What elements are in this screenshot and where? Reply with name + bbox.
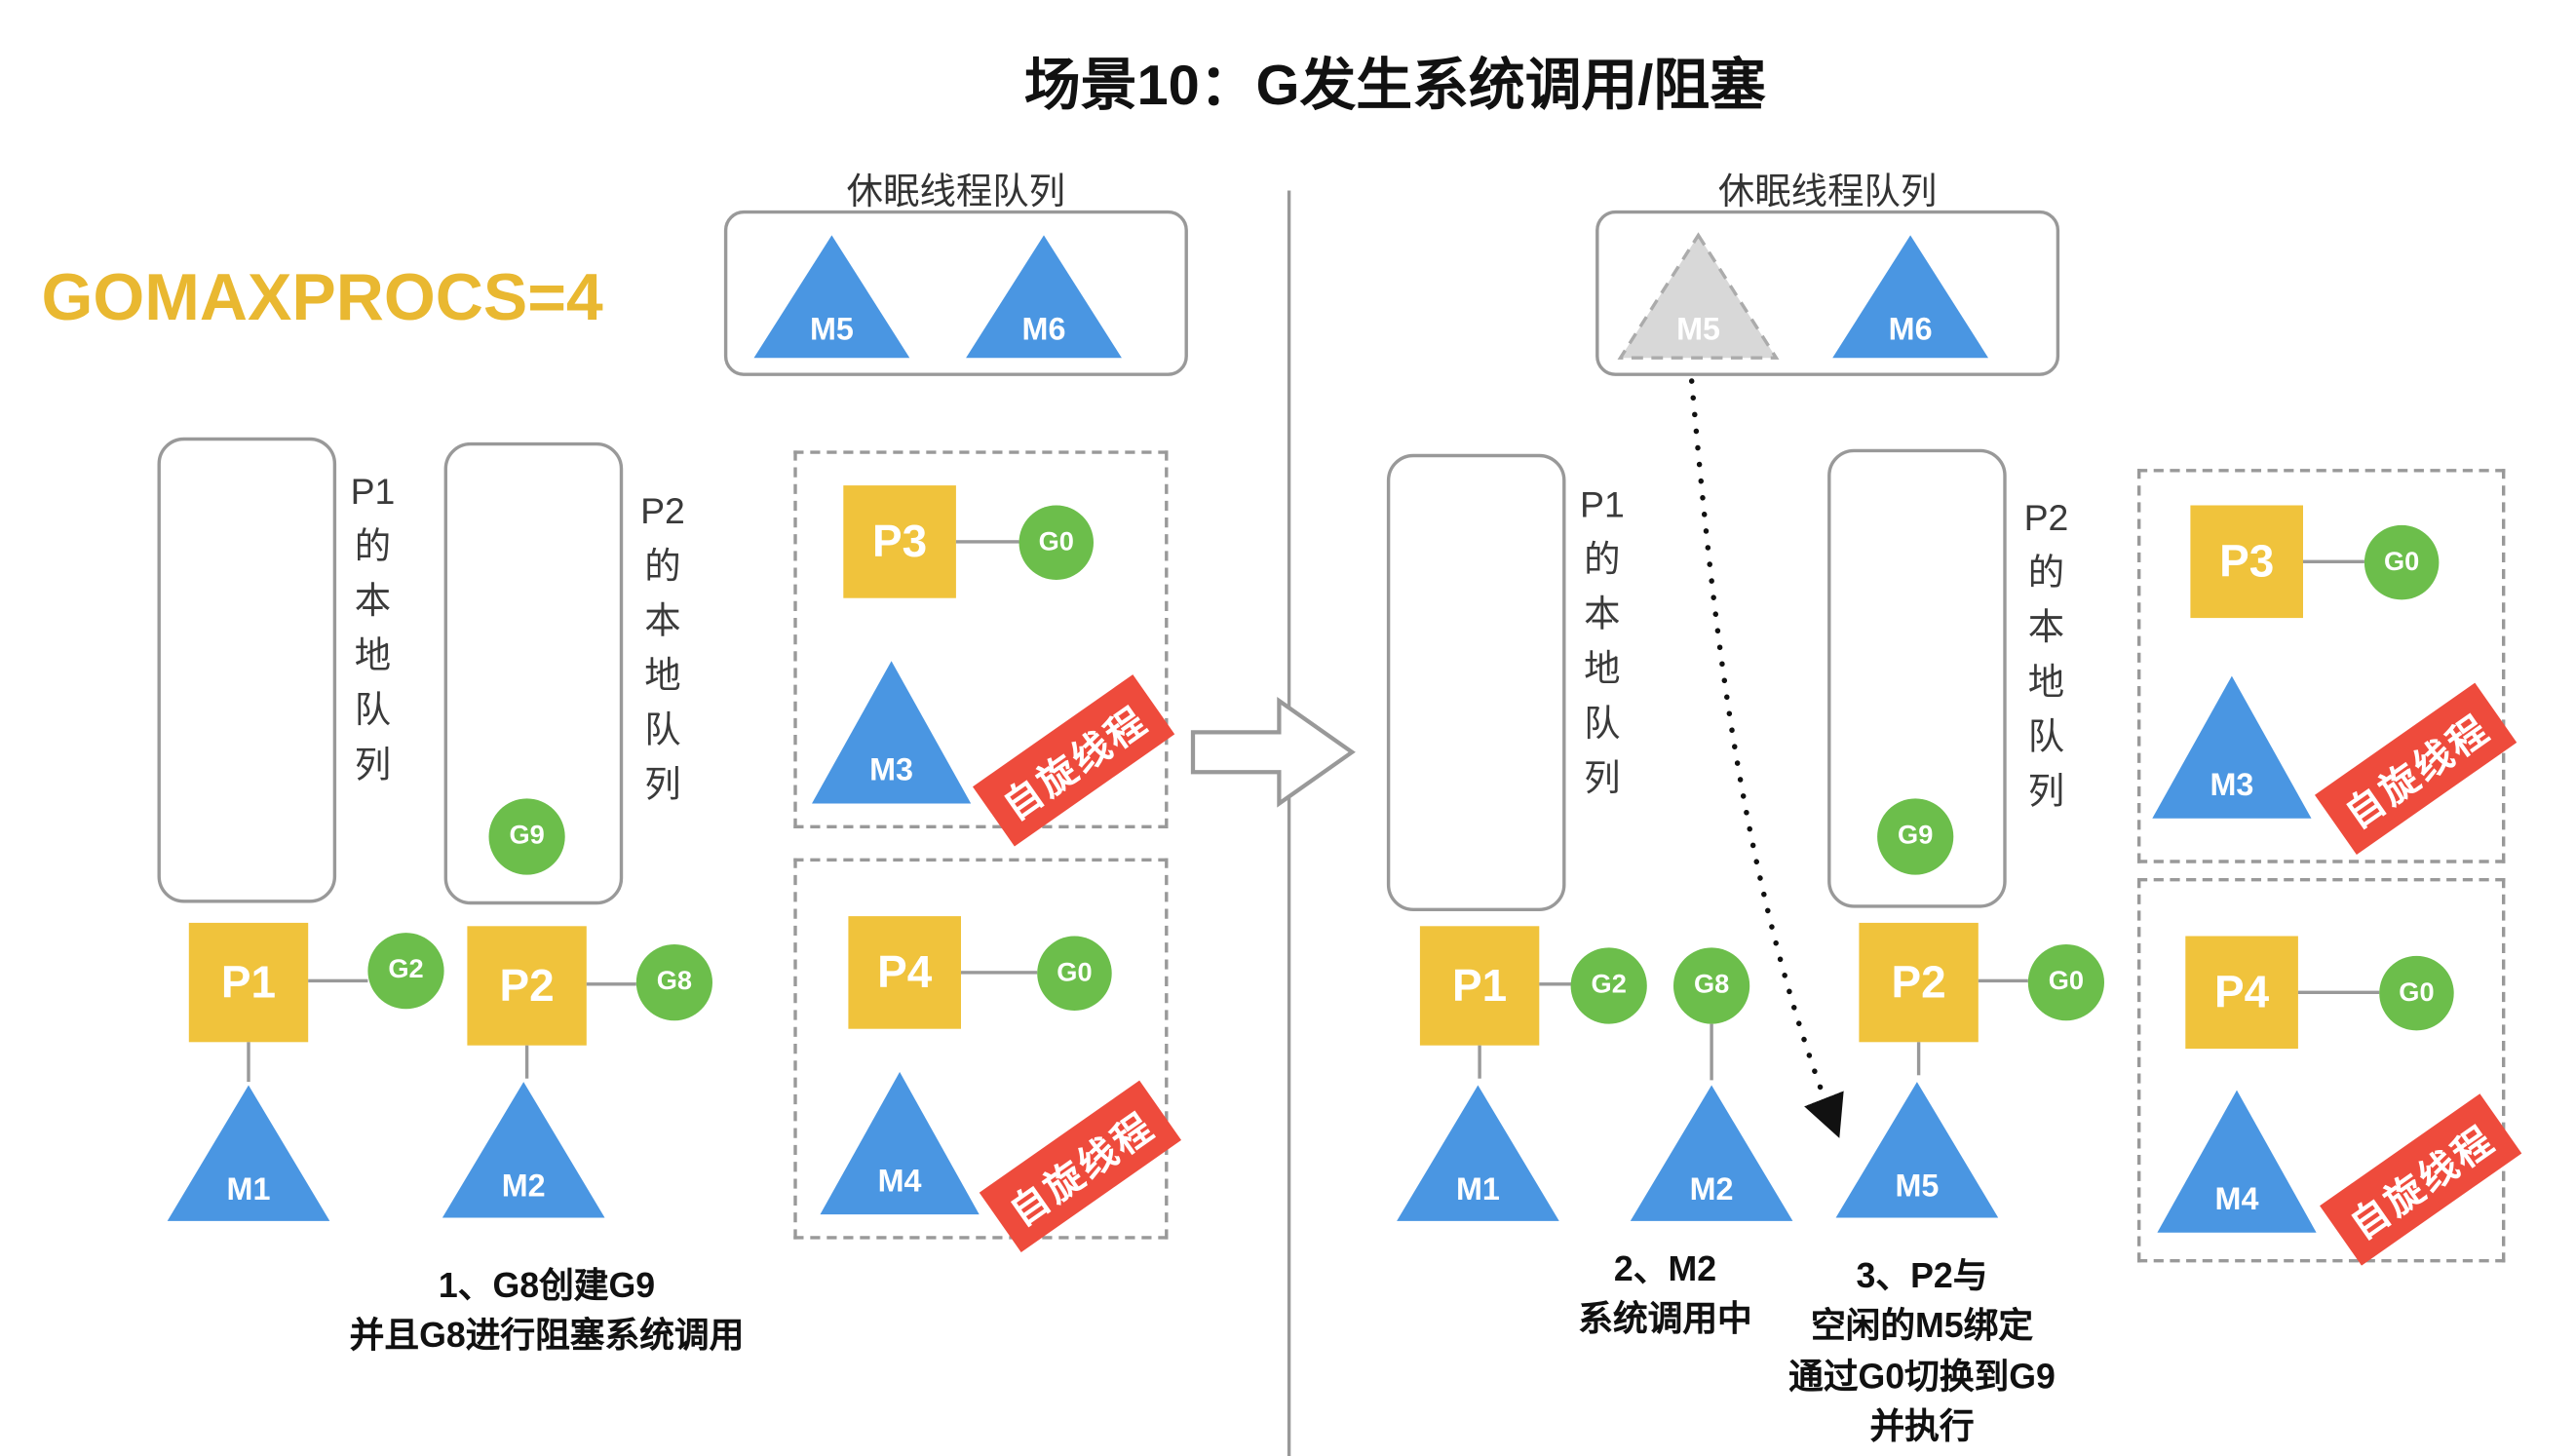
connector-line: [961, 971, 1038, 975]
connector-line: [308, 978, 368, 983]
goroutine-g8: G8: [1673, 947, 1750, 1024]
local-queue-p1-label: P1 的 本 地 队 列: [350, 470, 396, 785]
local-queue-p1-box: [1386, 453, 1566, 911]
connector-line: [524, 1045, 529, 1079]
processor-p2: P2: [467, 926, 587, 1046]
flow-arrow-icon: [1190, 697, 1356, 808]
triangle-m2: M2: [1630, 1085, 1793, 1221]
page-title: 场景10：G发生系统调用/阻塞: [1023, 55, 1766, 118]
svg-text:M3: M3: [2210, 767, 2253, 802]
svg-text:M5: M5: [1676, 312, 1720, 347]
svg-text:M1: M1: [1456, 1171, 1500, 1207]
triangle-m6: M6: [1832, 235, 1988, 359]
caption-step2: 2、M2 系统调用中: [1578, 1250, 1752, 1340]
svg-text:M1: M1: [227, 1171, 271, 1207]
caption-step1: 1、G8创建G9 并且G8进行阻塞系统调用: [349, 1267, 745, 1357]
goroutine-g0: G0: [2027, 944, 2104, 1021]
goroutine-g2: G2: [1570, 947, 1647, 1024]
gomaxprocs-label: GOMAXPROCS=4: [41, 261, 603, 335]
sleep-queue-label: 休眠线程队列: [846, 171, 1066, 212]
triangle-m4: M4: [820, 1071, 980, 1215]
connector-line: [586, 982, 636, 986]
triangle-m5-bound: M5: [1835, 1082, 1999, 1218]
connector-line: [247, 1042, 250, 1083]
triangle-m4: M4: [2157, 1090, 2317, 1233]
goroutine-g2: G2: [367, 933, 444, 1010]
triangle-m5: M5: [753, 235, 910, 359]
divider-line: [1287, 190, 1291, 1456]
connector-line: [1710, 1023, 1713, 1081]
processor-p3: P3: [843, 485, 956, 598]
triangle-m1: M1: [167, 1085, 330, 1221]
local-queue-p2-label: P2 的 本 地 队 列: [640, 490, 685, 806]
goroutine-g0: G0: [1037, 936, 1112, 1011]
goroutine-g9: G9: [488, 798, 565, 875]
processor-p1: P1: [188, 922, 309, 1043]
processor-p3: P3: [2190, 505, 2303, 619]
connector-line: [1978, 978, 2028, 983]
svg-text:M4: M4: [2215, 1181, 2259, 1216]
svg-text:M2: M2: [1690, 1171, 1734, 1207]
connector-line: [1539, 982, 1573, 986]
sleep-queue-label: 休眠线程队列: [1717, 171, 1938, 212]
dotted-migration-arrow: [1688, 378, 1844, 1138]
triangle-m5-vacated: M5: [1617, 232, 1780, 360]
svg-text:M5: M5: [1895, 1168, 1939, 1203]
svg-text:M2: M2: [502, 1168, 546, 1203]
processor-p4: P4: [848, 916, 961, 1029]
svg-text:M6: M6: [1022, 312, 1066, 347]
triangle-m1: M1: [1397, 1085, 1559, 1221]
connector-line: [1478, 1045, 1481, 1079]
goroutine-g0: G0: [1018, 505, 1094, 580]
triangle-m3: M3: [812, 661, 972, 804]
svg-text:M5: M5: [810, 312, 854, 347]
processor-p2: P2: [1859, 922, 1979, 1043]
triangle-m6: M6: [966, 235, 1122, 359]
connector-line: [2297, 990, 2380, 994]
local-queue-p2-label: P2 的 本 地 队 列: [2023, 497, 2069, 812]
svg-text:M4: M4: [878, 1163, 922, 1198]
local-queue-p1-label: P1 的 本 地 队 列: [1580, 483, 1625, 799]
processor-p1: P1: [1419, 926, 1540, 1046]
processor-p4: P4: [2185, 936, 2298, 1050]
svg-text:M3: M3: [869, 752, 913, 787]
connector-line: [1916, 1042, 1921, 1076]
goroutine-g8: G8: [635, 944, 712, 1021]
triangle-m3: M3: [2152, 675, 2312, 819]
goroutine-g9: G9: [1877, 798, 1954, 875]
svg-text:M6: M6: [1889, 312, 1933, 347]
caption-step3: 3、P2与 空闲的M5绑定 通过G0切换到G9 并执行: [1788, 1257, 2056, 1447]
goroutine-g0: G0: [2379, 955, 2454, 1031]
goroutine-g0: G0: [2364, 524, 2440, 600]
triangle-m2: M2: [442, 1082, 605, 1218]
connector-line: [2303, 559, 2364, 563]
local-queue-p1-box: [157, 437, 337, 903]
connector-line: [955, 540, 1019, 544]
